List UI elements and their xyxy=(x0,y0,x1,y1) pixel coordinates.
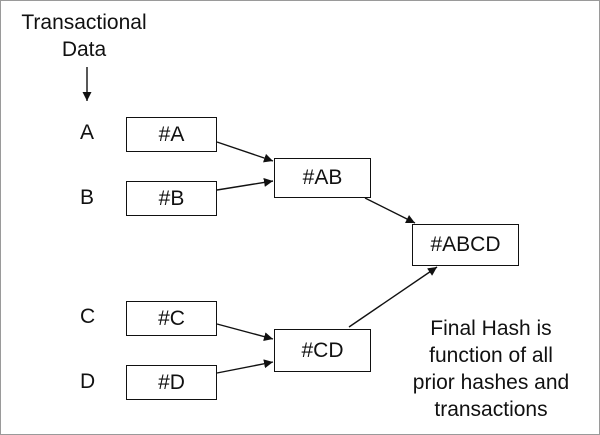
hash-box-abcd: #ABCD xyxy=(412,224,519,266)
hash-box-b: #B xyxy=(126,181,217,216)
hash-box-c: #C xyxy=(126,301,217,336)
title-line-1: Transactional xyxy=(21,11,147,34)
input-label-c: C xyxy=(80,305,96,328)
note-line-3: prior hashes and xyxy=(412,371,570,394)
arrow-ab-to-abcd xyxy=(364,197,416,224)
hash-box-a: #A xyxy=(126,117,217,152)
hash-box-cd: #CD xyxy=(274,329,371,372)
input-label-d: D xyxy=(80,370,96,393)
input-label-a: A xyxy=(80,121,95,144)
title-line-2: Data xyxy=(61,38,107,61)
arrow-a-to-ab xyxy=(216,141,274,163)
arrow-b-to-ab xyxy=(216,177,274,191)
note-line-1: Final Hash is xyxy=(430,317,552,340)
input-label-b: B xyxy=(80,186,95,209)
hash-box-ab: #AB xyxy=(274,158,371,198)
arrow-c-to-cd xyxy=(216,323,274,342)
transactional-data-title: Transactional Data xyxy=(9,9,159,63)
final-hash-note: Final Hash is function of all prior hash… xyxy=(396,315,586,423)
hash-box-d: #D xyxy=(126,365,217,400)
arrow-cd-to-abcd xyxy=(348,266,438,328)
arrow-d-to-cd xyxy=(216,359,274,374)
note-line-4: transactions xyxy=(434,398,548,421)
note-line-2: function of all xyxy=(429,344,553,367)
